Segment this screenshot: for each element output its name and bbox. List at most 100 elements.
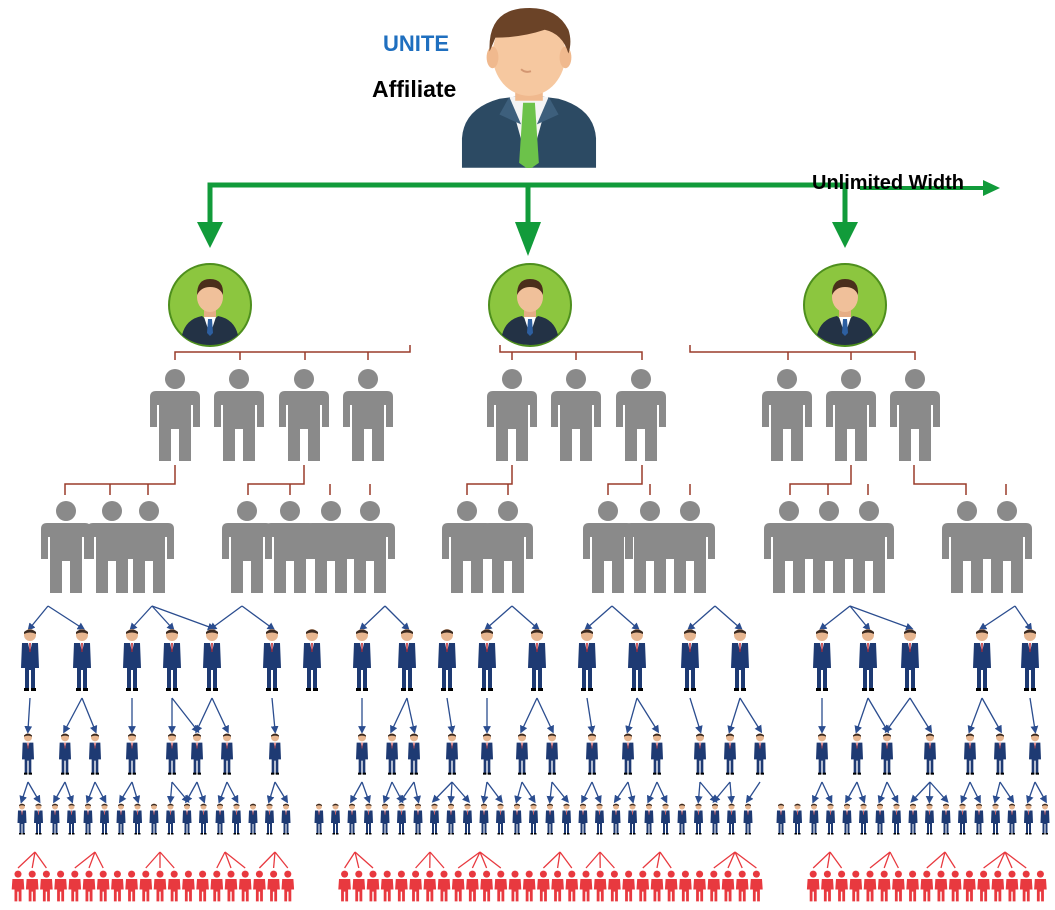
businessman-figure-icon bbox=[622, 733, 634, 775]
businessman-figure-icon bbox=[83, 803, 93, 835]
connector-line bbox=[983, 851, 1006, 869]
businessman-figure-icon bbox=[958, 803, 967, 835]
connector-line bbox=[856, 781, 866, 804]
person-figure-icon bbox=[522, 870, 536, 902]
connector-line bbox=[480, 781, 489, 804]
businessman-figure-icon bbox=[528, 629, 546, 691]
businessman-figure-icon bbox=[478, 629, 496, 691]
connector-line bbox=[486, 781, 503, 804]
person-figure-icon bbox=[238, 870, 252, 902]
person-figure-icon bbox=[750, 870, 763, 902]
connector-line bbox=[258, 851, 276, 869]
businessman-figure-icon bbox=[628, 803, 637, 835]
connector-line bbox=[929, 781, 949, 803]
businessman-figure-icon bbox=[1024, 803, 1033, 835]
businessman-figure-icon bbox=[356, 733, 368, 775]
connector-line bbox=[31, 851, 36, 869]
connector-line bbox=[216, 851, 226, 869]
businessman-figure-icon bbox=[59, 733, 71, 775]
connector-line bbox=[883, 851, 891, 869]
connector-line bbox=[354, 851, 360, 869]
person-figure-icon bbox=[423, 870, 437, 902]
person-figure-icon bbox=[466, 870, 479, 902]
connector-line bbox=[274, 851, 289, 869]
connector-line bbox=[867, 697, 889, 734]
level1-member-icon bbox=[168, 263, 252, 347]
person-figure-icon bbox=[54, 870, 67, 902]
connector-line bbox=[211, 697, 229, 734]
businessman-figure-icon bbox=[754, 733, 766, 775]
person-silhouette-icon bbox=[150, 369, 200, 461]
connector-line bbox=[559, 851, 573, 869]
person-figure-icon bbox=[650, 870, 664, 902]
connector-line bbox=[656, 781, 668, 804]
connector-line bbox=[960, 781, 971, 804]
connector-line bbox=[19, 781, 29, 804]
person-silhouette-icon bbox=[762, 369, 812, 461]
person-figure-icon bbox=[11, 870, 25, 902]
connector-line bbox=[647, 781, 658, 804]
businessman-figure-icon bbox=[859, 803, 868, 835]
businessman-figure-icon bbox=[126, 733, 138, 775]
person-figure-icon bbox=[508, 870, 522, 902]
top-affiliate-icon bbox=[460, 6, 598, 168]
person-silhouette-icon bbox=[551, 369, 601, 461]
businessman-figure-icon bbox=[232, 803, 241, 835]
person-figure-icon bbox=[480, 870, 493, 902]
connector-line bbox=[185, 781, 198, 804]
level3-connectors bbox=[64, 465, 1007, 495]
businessman-figure-icon bbox=[892, 803, 901, 835]
connector-line bbox=[145, 851, 161, 869]
businessman-figure-icon bbox=[163, 629, 181, 691]
person-figure-icon bbox=[977, 870, 990, 902]
connector-line bbox=[613, 781, 629, 804]
businessman-figure-icon bbox=[562, 803, 571, 835]
businessman-figure-icon bbox=[743, 803, 753, 835]
connector-line bbox=[24, 697, 33, 734]
connector-line bbox=[727, 851, 736, 869]
businessman-figure-icon bbox=[21, 629, 39, 691]
person-figure-icon bbox=[679, 870, 692, 902]
level1-member-icon bbox=[488, 263, 572, 347]
connector-line bbox=[484, 605, 513, 631]
person-figure-icon bbox=[906, 870, 919, 902]
businessman-figure-icon bbox=[1029, 733, 1041, 775]
connector-line bbox=[131, 781, 141, 804]
connector-line bbox=[520, 697, 538, 734]
businessman-figure-icon bbox=[776, 803, 786, 835]
person-figure-icon bbox=[153, 870, 167, 902]
person-figure-icon bbox=[877, 870, 891, 902]
businessman-figure-icon bbox=[578, 629, 596, 691]
person-silhouette-icon bbox=[343, 369, 393, 461]
connector-line bbox=[521, 781, 536, 804]
person-figure-icon bbox=[537, 870, 550, 902]
person-figure-icon bbox=[863, 870, 877, 902]
connector-line bbox=[656, 851, 661, 869]
businessman-figure-icon bbox=[413, 803, 423, 835]
connector-line bbox=[208, 605, 243, 631]
connector-line bbox=[1004, 851, 1027, 869]
businessman-figure-icon bbox=[34, 803, 43, 835]
connector-line bbox=[829, 851, 843, 869]
level2-connectors bbox=[174, 345, 916, 360]
connector-line bbox=[195, 697, 213, 734]
person-figure-icon bbox=[1034, 870, 1047, 902]
businessman-figure-icon bbox=[248, 803, 258, 835]
connector-line bbox=[818, 605, 851, 631]
connector-line bbox=[514, 781, 523, 804]
businessman-figure-icon bbox=[724, 733, 736, 775]
connector-line bbox=[224, 851, 246, 869]
connector-line bbox=[536, 697, 554, 734]
connector-line bbox=[63, 697, 83, 734]
businessman-figure-icon bbox=[842, 803, 852, 835]
unlimited-width-arrow-icon bbox=[860, 180, 1000, 196]
businessman-figure-icon bbox=[681, 629, 699, 691]
businessman-figure-icon bbox=[398, 629, 416, 691]
businessman-figure-icon bbox=[875, 803, 885, 835]
person-figure-icon bbox=[849, 870, 863, 902]
connector-line bbox=[884, 697, 911, 734]
person-silhouette-icon bbox=[826, 369, 876, 461]
businessman-figure-icon bbox=[793, 803, 802, 835]
businessman-figure-icon bbox=[446, 733, 458, 775]
